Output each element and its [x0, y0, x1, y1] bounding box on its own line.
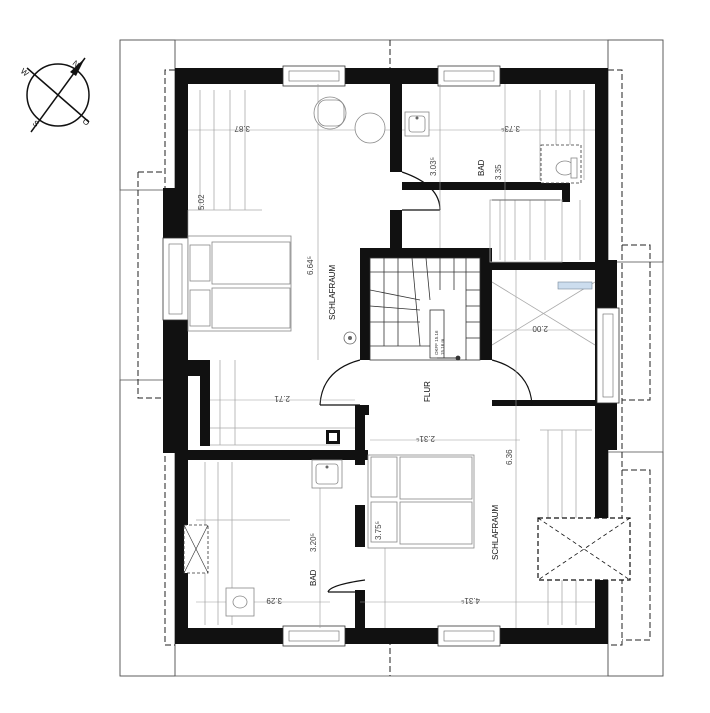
label-bad-top: BAD [477, 159, 486, 176]
compass-n: N [71, 59, 81, 70]
dim-top-bad-right: 3.35 [494, 164, 503, 180]
radiator-icon [326, 430, 340, 444]
bed-bottom [367, 454, 475, 549]
shower-bottom [183, 524, 209, 574]
staircase [369, 257, 481, 361]
toilet-top [540, 144, 582, 184]
compass-w: W [19, 67, 31, 79]
dim-top-right-width: 3.73⁵ [501, 124, 520, 133]
toilet-bottom [225, 587, 255, 617]
dim-top-bad-left: 3.03⁵ [429, 157, 438, 176]
dim-top-left-depth: 5.02 [197, 194, 206, 210]
interior-walls [188, 84, 595, 630]
dim-top-left-height: 6.64⁵ [306, 256, 315, 275]
bed-top [187, 235, 292, 332]
dim-bottom-bad-height: 3.20⁵ [309, 533, 318, 552]
dim-center-width: 2.31⁵ [416, 434, 435, 443]
dim-right-vertical: 6.36 [505, 449, 514, 465]
shower-top [489, 199, 563, 263]
dim-bottom-bad-width: 3.29 [266, 596, 282, 605]
dim-mid-right: 2.00 [532, 324, 548, 333]
storage-right [491, 281, 596, 346]
label-schlafraum-bottom: SCHLAFRAUM [491, 505, 500, 560]
dim-top-left-width: 3.87 [234, 124, 250, 133]
lamp-icon [343, 331, 357, 345]
label-schlafraum-top: SCHLAFRAUM [328, 265, 337, 320]
armchair [313, 96, 386, 144]
roof-window-bottom [537, 517, 631, 581]
doors [319, 171, 533, 593]
windows [162, 65, 620, 647]
label-flur: FLUR [423, 381, 432, 402]
dim-bottom-center-vertical: 3.75⁵ [374, 521, 383, 540]
label-bad-bottom: BAD [309, 569, 318, 586]
compass-rose: N O S W [19, 57, 92, 133]
sink-top [404, 111, 430, 137]
dim-mid-left: 2.71 [274, 394, 290, 403]
sink-bottom [311, 459, 343, 489]
stair-note-1: OKFF 15.16 [434, 330, 439, 355]
dim-bottom-right-width: 4.31⁵ [461, 596, 480, 605]
compass-o: O [81, 117, 92, 128]
stair-note-2: 15.16 m [440, 338, 445, 355]
compass-s: S [31, 119, 41, 129]
